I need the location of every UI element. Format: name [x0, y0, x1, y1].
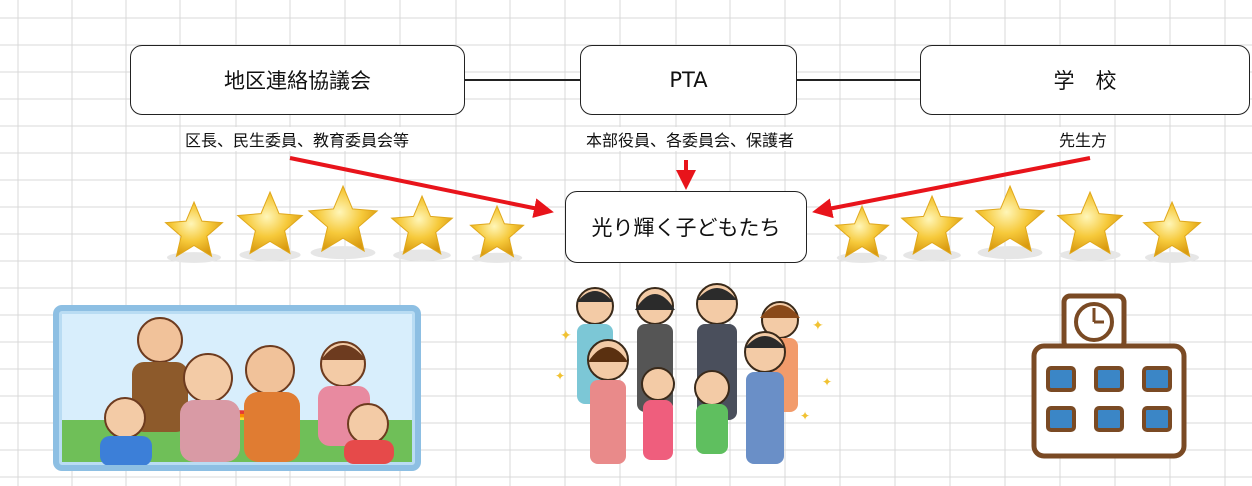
- pta-label: PTA: [669, 68, 708, 92]
- star-shadow: [977, 246, 1043, 260]
- children-box: 光り輝く子どもたち: [565, 191, 807, 263]
- star-icon: [307, 184, 379, 253]
- arrow-community-to-children: [289, 156, 554, 218]
- community-council-label: 地区連絡協議会: [224, 69, 371, 93]
- svg-text:✦: ✦: [560, 328, 572, 344]
- star-shadow: [836, 252, 888, 263]
- family-window-illustration: [53, 305, 421, 471]
- svg-text:✦: ✦: [800, 409, 810, 423]
- arrow-school-to-children: [812, 156, 1091, 219]
- school-building-illustration: [1031, 293, 1187, 459]
- stars-left: [164, 184, 525, 263]
- community-council-box: 地区連絡協議会: [130, 45, 465, 115]
- pta-box: PTA: [580, 45, 797, 115]
- star-shadow: [167, 252, 221, 263]
- stars-right: [834, 184, 1202, 263]
- star-icon: [164, 200, 224, 258]
- star-icon: [1056, 190, 1124, 255]
- community-council-members: 区長、民生委員、教育委員会等: [181, 127, 413, 151]
- star-icon: [469, 204, 525, 258]
- pta-group-illustration: ✦ ✦ ✦ ✦ ✦: [555, 283, 832, 464]
- svg-text:✦: ✦: [822, 375, 832, 389]
- star-icon: [974, 184, 1046, 253]
- children-label: 光り輝く子どもたち: [591, 216, 781, 240]
- star-shadow: [239, 248, 301, 262]
- star-shadow: [471, 252, 523, 263]
- star-icon: [390, 194, 454, 255]
- star-shadow: [393, 249, 451, 261]
- star-shadow: [903, 249, 961, 261]
- star-icon: [834, 204, 890, 258]
- star-icon: [1142, 200, 1202, 258]
- star-shadow: [310, 246, 376, 260]
- school-label: 学 校: [1053, 69, 1117, 93]
- star-shadow: [1059, 248, 1121, 262]
- svg-text:✦: ✦: [555, 369, 565, 383]
- star-shadow: [1145, 252, 1199, 263]
- svg-text:✦: ✦: [812, 318, 824, 334]
- school-box: 学 校: [920, 45, 1250, 115]
- pta-members: 本部役員、各委員会、保護者: [582, 127, 798, 151]
- star-icon: [900, 194, 964, 255]
- school-members: 先生方: [1055, 127, 1111, 151]
- star-icon: [236, 190, 304, 255]
